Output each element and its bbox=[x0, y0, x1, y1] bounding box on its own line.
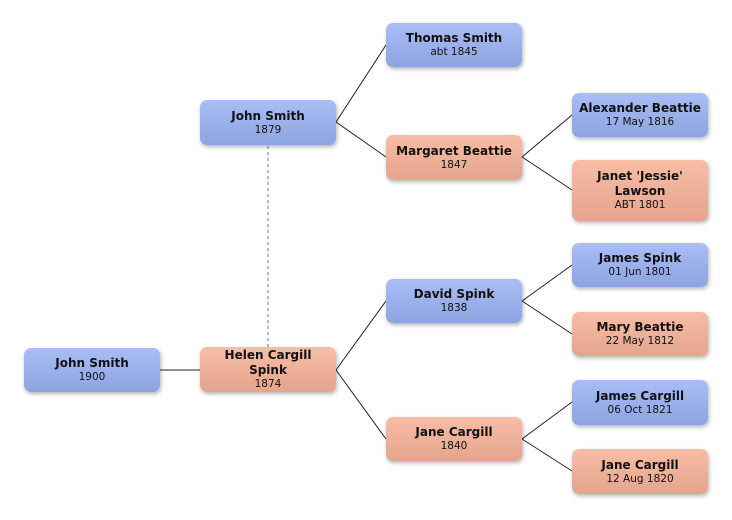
person-name: John Smith bbox=[55, 356, 129, 370]
person-name: Thomas Smith bbox=[405, 31, 503, 45]
person-date: 1847 bbox=[440, 158, 468, 171]
person-date: 01 Jun 1801 bbox=[608, 266, 672, 278]
person-name: John Smith bbox=[231, 108, 305, 123]
person-name: Helen Cargill Spink bbox=[224, 348, 312, 377]
person-date: 1840 bbox=[440, 440, 468, 452]
person-date: abt 1845 bbox=[430, 46, 478, 58]
person-date: 1874 bbox=[254, 378, 282, 390]
connector bbox=[521, 300, 573, 335]
person-name: Margaret Beattie bbox=[396, 143, 512, 158]
person-name: Jane Cargill bbox=[601, 457, 679, 472]
person-date: 1900 bbox=[78, 371, 106, 383]
person-name: James Spink bbox=[598, 251, 682, 265]
connector bbox=[335, 44, 387, 123]
connector bbox=[335, 369, 387, 440]
connector bbox=[521, 438, 573, 472]
person-name: Jane Cargill bbox=[415, 425, 493, 439]
connector bbox=[335, 300, 387, 371]
person-date: ABT 1801 bbox=[614, 199, 666, 211]
person-name: Alexander Beattie bbox=[579, 101, 701, 115]
connector bbox=[521, 264, 573, 302]
connector bbox=[335, 121, 387, 158]
connector bbox=[521, 114, 573, 158]
person-date: 17 May 1816 bbox=[605, 116, 675, 128]
person-date: 1879 bbox=[254, 123, 282, 136]
connector bbox=[521, 401, 573, 440]
connector bbox=[521, 156, 573, 191]
person-date: 12 Aug 1820 bbox=[606, 472, 674, 485]
person-name: Mary Beattie bbox=[596, 320, 684, 334]
person-name: Janet 'Jessie' Lawson bbox=[597, 169, 683, 198]
person-name: James Cargill bbox=[595, 388, 685, 403]
person-date: 06 Oct 1821 bbox=[607, 403, 673, 416]
person-date: 22 May 1812 bbox=[605, 335, 675, 347]
person-name: David Spink bbox=[413, 287, 495, 301]
person-date: 1838 bbox=[440, 302, 468, 314]
